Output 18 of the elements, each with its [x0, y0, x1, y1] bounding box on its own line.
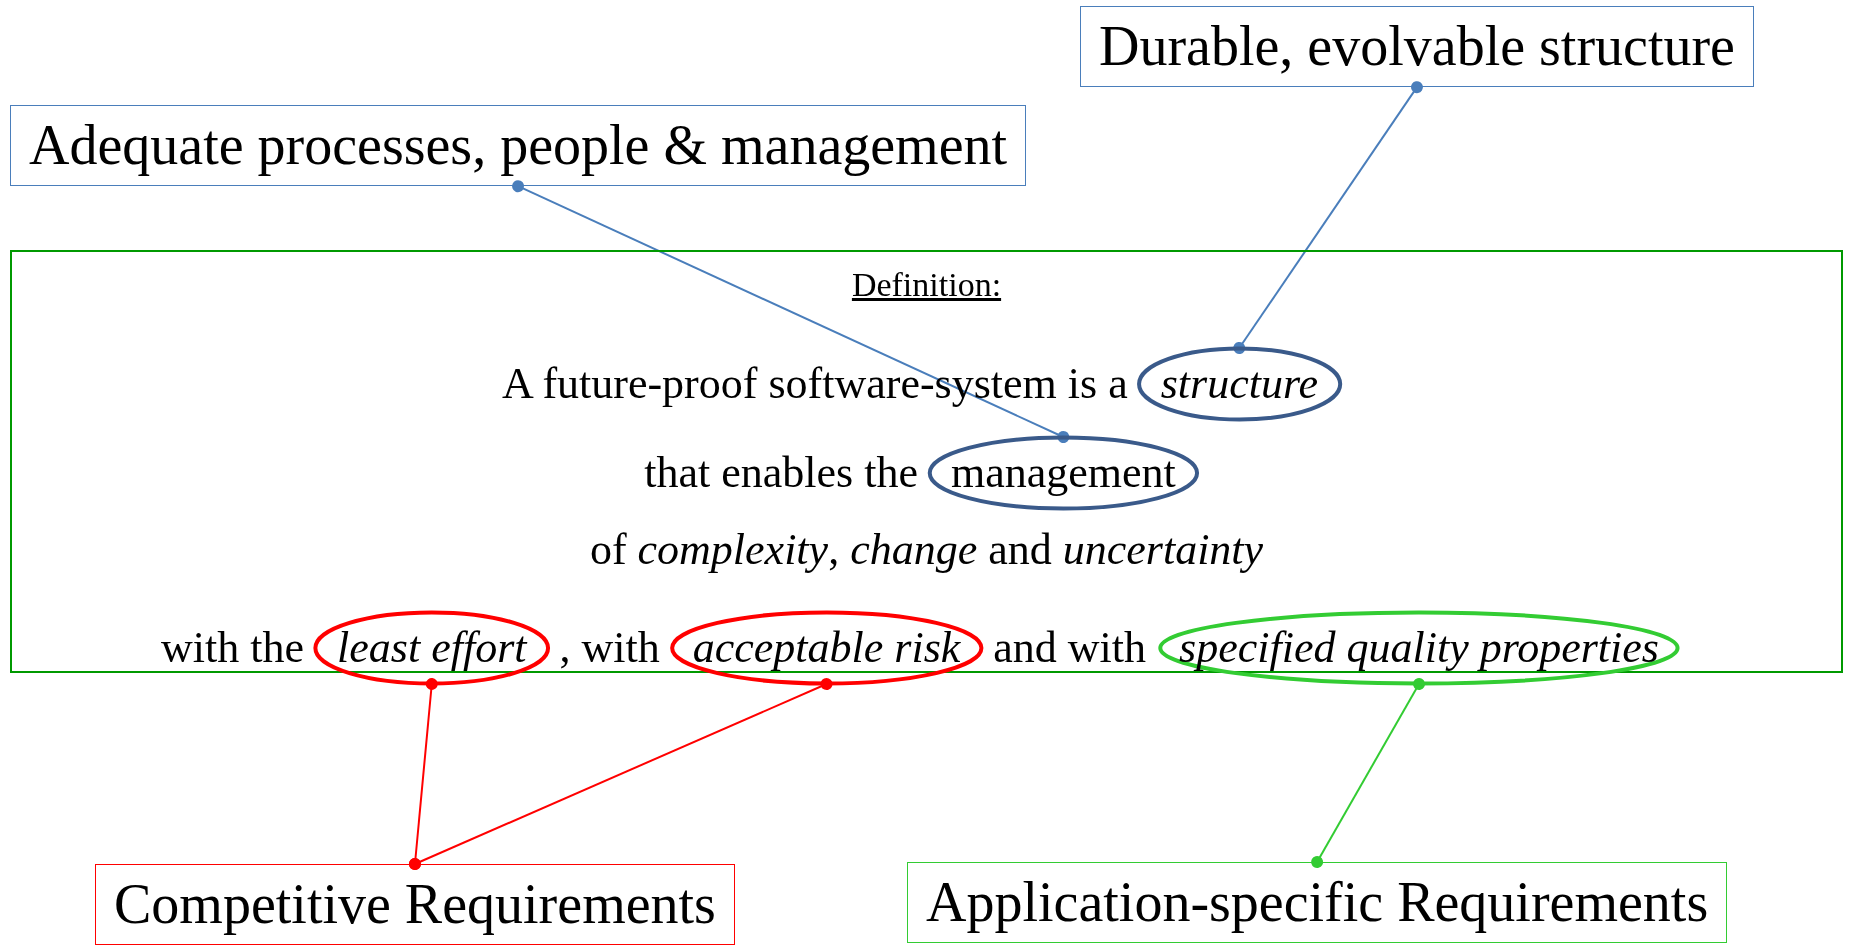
circled-term: acceptable risk [668, 611, 985, 685]
connector-line [512, 180, 1070, 443]
circled-term: least effort [313, 611, 551, 685]
definition-text: that enables the [644, 447, 918, 499]
requirement-box: Competitive Requirements [95, 864, 735, 946]
definition-text: and with [993, 622, 1147, 674]
heading: Definition: [851, 265, 1002, 305]
label-box: Durable, evolvable structure [1080, 6, 1754, 88]
circled-term: structure [1136, 347, 1342, 421]
connector-line [1233, 81, 1423, 354]
connector-line [408, 678, 833, 870]
definition-text: with the [161, 622, 305, 674]
requirement-box: Application-specific Requirements [907, 862, 1728, 944]
label-box: Adequate processes, people & management [10, 105, 1027, 187]
connector-line [1311, 678, 1425, 868]
definition-text: , with [559, 622, 660, 674]
circled-term: management [926, 436, 1200, 510]
definition-text: of complexity, change and uncertainty [589, 524, 1264, 576]
